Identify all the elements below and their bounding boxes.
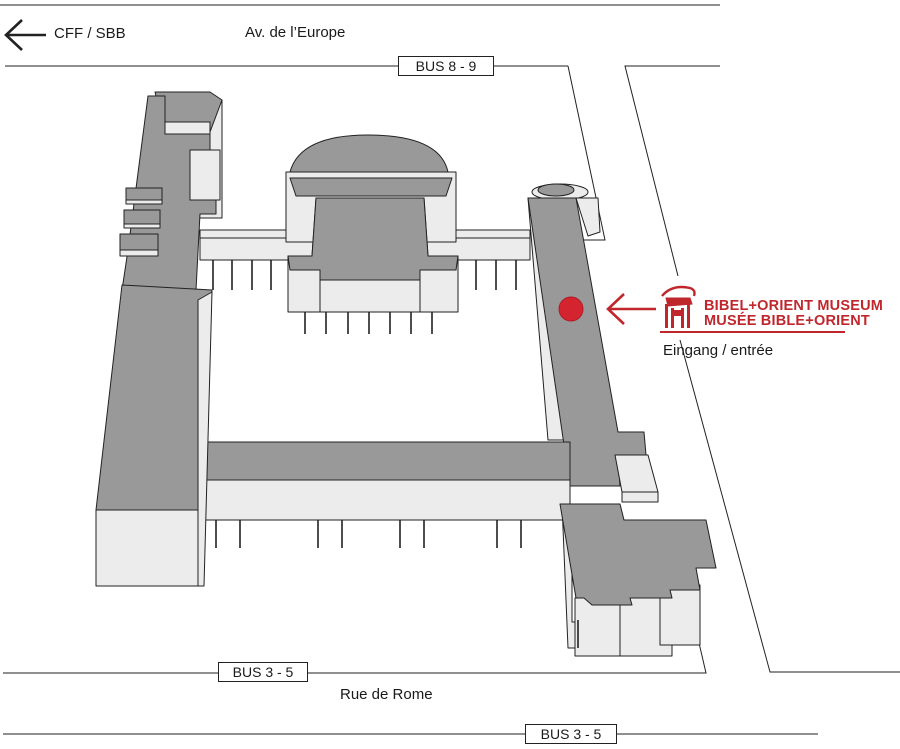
museum-name-de: BIBEL+ORIENT MUSEUM bbox=[704, 298, 884, 314]
bus-stop-bottom-left: BUS 3 - 5 bbox=[218, 662, 308, 682]
museum-name-fr: MUSÉE BIBLE+ORIENT bbox=[704, 313, 870, 329]
entrance-arrow-icon bbox=[606, 293, 656, 325]
north-colonnade bbox=[212, 260, 517, 290]
west-wing bbox=[95, 91, 223, 587]
arrow-left-icon bbox=[4, 19, 46, 51]
street-top-label: Av. de l’Europe bbox=[245, 24, 346, 41]
southeast-block bbox=[559, 503, 717, 657]
south-colonnade bbox=[215, 520, 522, 548]
entrance-marker bbox=[558, 296, 584, 322]
entrance-label: Eingang / entrée bbox=[663, 342, 774, 359]
central-colonnade bbox=[304, 312, 433, 334]
east-wing bbox=[527, 183, 659, 503]
south-wing bbox=[197, 441, 571, 548]
central-rotunda bbox=[285, 134, 459, 334]
bus-stop-bottom-center: BUS 3 - 5 bbox=[525, 724, 617, 744]
bus-stop-top: BUS 8 - 9 bbox=[398, 56, 494, 76]
ibex-logo-icon bbox=[661, 285, 696, 328]
station-label: CFF / SBB bbox=[54, 25, 126, 42]
street-lines bbox=[0, 4, 900, 735]
museum-rule bbox=[660, 331, 845, 333]
street-bottom-label: Rue de Rome bbox=[340, 686, 433, 703]
